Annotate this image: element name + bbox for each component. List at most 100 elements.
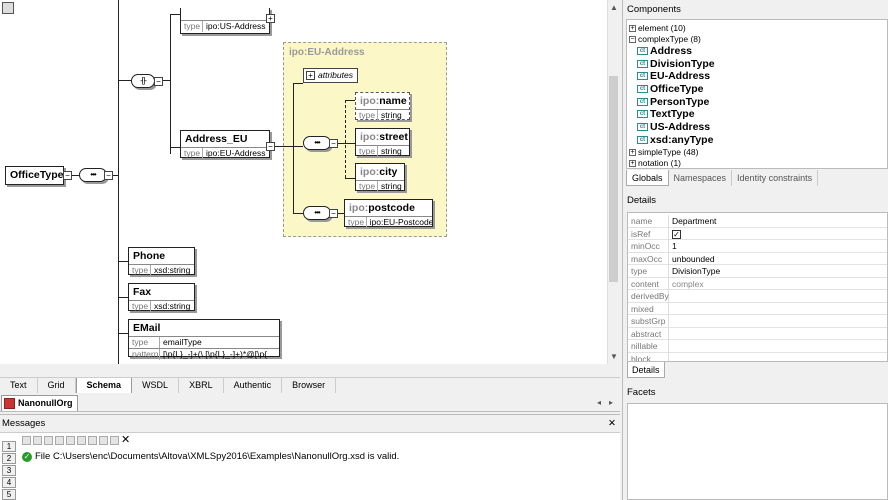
tab-scroll-right-icon[interactable]: ▸ xyxy=(609,398,613,408)
expand-icon[interactable]: + xyxy=(629,160,636,167)
scroll-down-icon[interactable]: ▼ xyxy=(610,352,618,362)
document-tab-nanonullorg[interactable]: NanonullOrg xyxy=(1,395,78,411)
copy-icon[interactable] xyxy=(55,436,64,445)
close-messages-icon[interactable]: ✕ xyxy=(608,415,616,433)
horizontal-scrollbar[interactable] xyxy=(0,364,620,377)
collapse-toggle[interactable]: − xyxy=(266,142,275,151)
next-icon[interactable] xyxy=(33,436,42,445)
details-row[interactable]: mixed xyxy=(628,303,888,316)
tree-item-address[interactable]: ctAddress xyxy=(637,45,692,57)
schema-diagram-canvas[interactable]: OfficeType − ••• − -[]- − typeipo:US-Add… xyxy=(0,0,620,364)
scroll-up-icon[interactable]: ▲ xyxy=(610,3,618,13)
clear-icon[interactable]: ✕ xyxy=(121,436,131,446)
fax-element-node[interactable]: Fax typexsd:string xyxy=(128,283,195,311)
vertical-scroll-thumb[interactable] xyxy=(609,76,618,282)
sequence-compositor-icon[interactable]: ••• xyxy=(303,136,331,150)
complex-type-icon: ct xyxy=(637,98,648,106)
tree-item-divisiontype[interactable]: ctDivisionType xyxy=(637,58,715,70)
tab-globals[interactable]: Globals xyxy=(626,170,669,186)
tab-identity-constraints[interactable]: Identity constraints xyxy=(732,170,818,186)
message-tab[interactable]: 1 xyxy=(2,441,16,452)
ipo-street-element[interactable]: ipo:street typestring xyxy=(355,128,410,156)
save-icon[interactable] xyxy=(77,436,86,445)
address-element-node[interactable]: typeipo:US-Address xyxy=(180,8,270,34)
connector-line xyxy=(113,175,119,176)
collapse-toggle[interactable]: − xyxy=(329,139,338,148)
connector-line xyxy=(163,80,171,81)
address-eu-node[interactable]: Address_EU typeipo:EU-Address xyxy=(180,130,270,158)
isref-checkbox[interactable]: ✓ xyxy=(672,230,681,239)
components-tree: +element (10) −complexType (8) ctAddress… xyxy=(626,19,888,169)
tree-item-texttype[interactable]: ctTextType xyxy=(637,108,695,120)
details-row[interactable]: nameDepartment xyxy=(628,215,888,228)
message-tab[interactable]: 5 xyxy=(2,489,16,500)
expand-attributes-icon[interactable]: + xyxy=(306,71,315,80)
tree-item-simpletype[interactable]: +simpleType (48) xyxy=(629,147,698,157)
details-row[interactable]: block xyxy=(628,353,888,363)
attributes-section[interactable]: + attributes xyxy=(303,68,358,83)
complex-type-icon: ct xyxy=(637,47,648,55)
find-icon[interactable] xyxy=(88,436,97,445)
tab-scroll-left-icon[interactable]: ◂ xyxy=(597,398,601,408)
message-tab[interactable]: 4 xyxy=(2,477,16,488)
ipo-postcode-element[interactable]: ipo:postcode typeipo:EU-Postcode xyxy=(344,199,433,227)
validation-message[interactable]: ✓ File C:\Users\enc\Documents\Altova\XML… xyxy=(22,451,399,462)
email-element-node[interactable]: EMail typeemailType pattern[\p{L}_-]+(\.… xyxy=(128,319,280,357)
tab-grid[interactable]: Grid xyxy=(38,378,76,393)
connector-line xyxy=(345,178,355,179)
toolbar-toggle-icon[interactable] xyxy=(2,2,14,14)
facets-panel xyxy=(627,403,888,500)
collapse-toggle[interactable]: − xyxy=(154,77,163,86)
expand-icon[interactable]: + xyxy=(629,25,636,32)
tree-item-eu-address[interactable]: ctEU-Address xyxy=(637,70,710,82)
tab-details[interactable]: Details xyxy=(627,362,665,378)
view-tab-bar: Text Grid Schema WSDL XBRL Authentic Bro… xyxy=(0,377,620,393)
office-type-node[interactable]: OfficeType xyxy=(5,166,64,185)
tree-item-notation[interactable]: +notation (1) xyxy=(629,158,681,168)
details-row[interactable]: isRef✓ xyxy=(628,228,888,241)
tab-browser[interactable]: Browser xyxy=(282,378,336,393)
message-tab[interactable]: 2 xyxy=(2,453,16,464)
expand-icon[interactable]: + xyxy=(629,149,636,156)
message-tab[interactable]: 3 xyxy=(2,465,16,476)
details-row[interactable]: contentcomplex xyxy=(628,278,888,291)
choice-compositor-icon[interactable]: -[]- xyxy=(131,74,155,88)
tab-wsdl[interactable]: WSDL xyxy=(132,378,179,393)
phone-element-node[interactable]: Phone typexsd:string xyxy=(128,247,195,275)
collapse-toggle[interactable]: − xyxy=(329,209,338,218)
details-row[interactable]: substGrp xyxy=(628,315,888,328)
details-row[interactable]: nillable xyxy=(628,340,888,353)
tree-item-element[interactable]: +element (10) xyxy=(629,23,686,33)
details-row[interactable]: derivedBy xyxy=(628,290,888,303)
tab-schema[interactable]: Schema xyxy=(76,378,133,393)
details-row[interactable]: abstract xyxy=(628,328,888,341)
ipo-name-element[interactable]: ipo:name typestring xyxy=(355,92,410,120)
tree-item-us-address[interactable]: ctUS-Address xyxy=(637,121,710,133)
filter-icon[interactable] xyxy=(22,436,31,445)
tree-item-persontype[interactable]: ctPersonType xyxy=(637,96,709,108)
find-previous-icon[interactable] xyxy=(110,436,119,445)
collapse-toggle[interactable]: − xyxy=(104,171,113,180)
connector-line xyxy=(170,14,180,15)
connector-line xyxy=(345,143,355,144)
complex-type-icon: ct xyxy=(637,110,648,118)
tree-item-officetype[interactable]: ctOfficeType xyxy=(637,83,703,95)
tab-text[interactable]: Text xyxy=(0,378,38,393)
details-row[interactable]: minOcc1 xyxy=(628,240,888,253)
tab-namespaces[interactable]: Namespaces xyxy=(669,170,733,186)
details-row[interactable]: typeDivisionType xyxy=(628,265,888,278)
copy-all-icon[interactable] xyxy=(66,436,75,445)
collapse-toggle[interactable]: − xyxy=(63,171,72,180)
sequence-compositor-icon[interactable]: ••• xyxy=(303,206,331,220)
ipo-city-element[interactable]: ipo:city typestring xyxy=(355,163,405,191)
details-row[interactable]: maxOccunbounded xyxy=(628,253,888,266)
tab-authentic[interactable]: Authentic xyxy=(224,378,283,393)
find-next-icon[interactable] xyxy=(99,436,108,445)
collapse-icon[interactable]: − xyxy=(629,36,636,43)
tree-item-anytype[interactable]: ctxsd:anyType xyxy=(637,134,713,146)
expand-toggle[interactable]: + xyxy=(266,14,275,23)
tab-xbrl[interactable]: XBRL xyxy=(179,378,224,393)
previous-icon[interactable] xyxy=(44,436,53,445)
sequence-compositor-icon[interactable]: ••• xyxy=(79,168,107,182)
tree-item-complextype[interactable]: −complexType (8) xyxy=(629,34,701,44)
